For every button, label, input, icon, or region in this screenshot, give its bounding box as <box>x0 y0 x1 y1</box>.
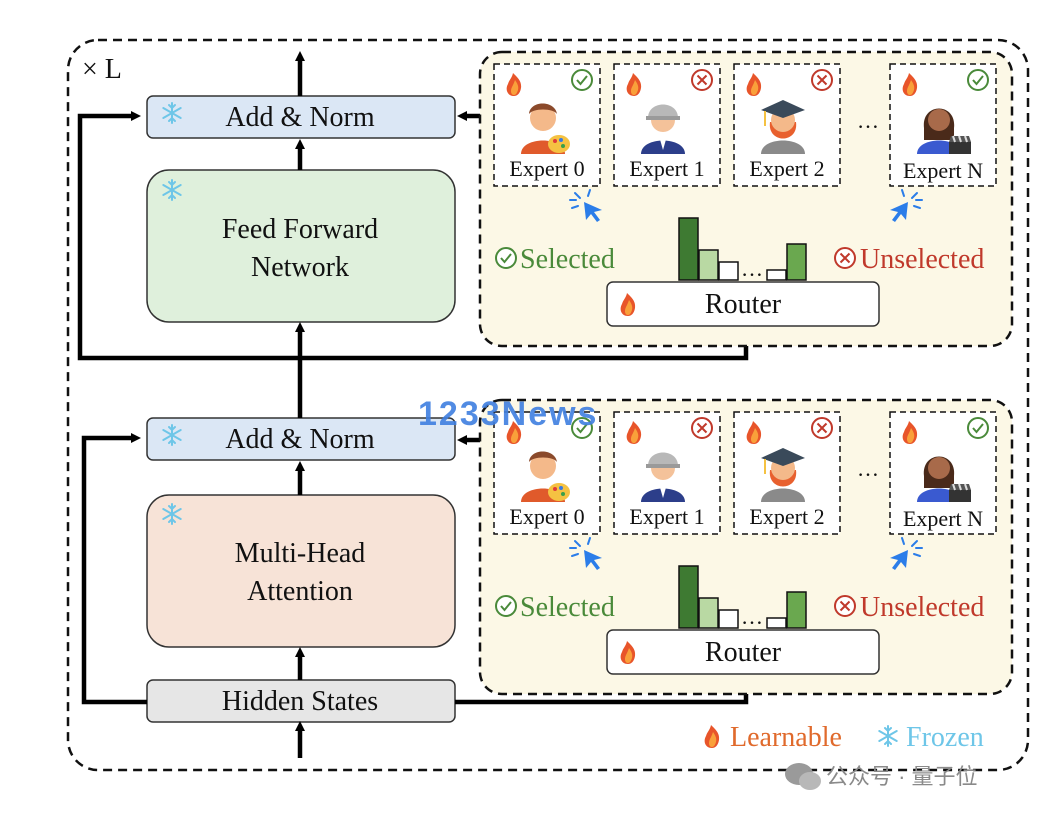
router-box <box>606 281 880 327</box>
legend-frozen: Frozen <box>906 722 984 753</box>
x-circle-icon <box>691 69 713 91</box>
unselected-label: Unselected <box>860 592 984 623</box>
expert-card: Expert 0 <box>493 411 601 535</box>
experts-ellipsis: … <box>857 456 879 481</box>
expert-label: Expert 1 <box>629 504 704 529</box>
hidden-states-label: Hidden States <box>222 686 378 717</box>
check-circle-icon <box>967 417 989 439</box>
add-norm-bottom-label: Add & Norm <box>225 424 375 455</box>
flow-arrows <box>77 51 751 758</box>
check-circle-icon <box>495 595 517 617</box>
moe-panel-outline <box>478 398 1014 696</box>
mha-label-line2: Attention <box>247 576 353 607</box>
router-bar <box>718 261 739 281</box>
expert-card: Expert N <box>889 63 997 187</box>
x-circle-icon <box>691 417 713 439</box>
x-circle-icon <box>811 417 833 439</box>
expert-card: Expert 2 <box>733 411 841 535</box>
overlay-watermark: 1233News <box>418 395 598 433</box>
add-norm-top-label: Add & Norm <box>225 102 375 133</box>
moe-panel-bottom: Expert 0 Expert 1 Expert 2 Expert N … Selecte… <box>478 398 1014 696</box>
expert-card: Expert 0 <box>493 63 601 187</box>
ffn-box <box>146 169 456 323</box>
unselected-label: Unselected <box>860 244 984 275</box>
ffn-label-line2: Network <box>251 252 349 283</box>
expert-card: Expert 2 <box>733 63 841 187</box>
router-bar <box>718 609 739 629</box>
router-box <box>606 629 880 675</box>
fire-icon <box>704 725 720 748</box>
expert-label: Expert 2 <box>749 504 824 529</box>
mha-label-line1: Multi-Head <box>235 538 366 569</box>
router-bar <box>766 617 787 629</box>
expert-label: Expert N <box>903 158 983 183</box>
expert-card: Expert 1 <box>613 63 721 187</box>
layer-outline <box>66 38 1030 772</box>
expert-label: Expert 1 <box>629 156 704 181</box>
router-bar <box>698 597 719 629</box>
expert-label: Expert 0 <box>509 504 584 529</box>
footer-watermark: 公众号 · 量子位 <box>826 764 978 789</box>
layer-repeat-label: × L <box>82 54 122 85</box>
x-circle-icon <box>834 247 856 269</box>
expert-label: Expert 0 <box>509 156 584 181</box>
x-circle-icon <box>811 69 833 91</box>
router-bar <box>766 269 787 281</box>
legend-learnable: Learnable <box>730 722 842 753</box>
snowflake-icon <box>878 725 898 747</box>
expert-label: Expert 2 <box>749 156 824 181</box>
check-circle-icon <box>967 69 989 91</box>
check-circle-icon <box>495 247 517 269</box>
expert-card: Expert N <box>889 411 997 535</box>
router-bars-ellipsis: … <box>741 604 763 629</box>
router-bars-ellipsis: … <box>741 256 763 281</box>
chat-bubble-icon <box>785 763 821 790</box>
router-label: Router <box>705 289 782 320</box>
router-bar <box>786 243 807 281</box>
router-bar <box>678 565 699 629</box>
moe-panel-top: Expert 0 Expert 1 Expert 2 Expert N … Selecte… <box>478 50 1014 348</box>
router-bar <box>678 217 699 281</box>
moe-panel-outline <box>478 50 1014 348</box>
expert-label: Expert N <box>903 506 983 531</box>
check-circle-icon <box>571 69 593 91</box>
selected-label: Selected <box>520 592 615 623</box>
router-bar <box>698 249 719 281</box>
ffn-label-line1: Feed Forward <box>222 214 378 245</box>
experts-ellipsis: … <box>857 108 879 133</box>
expert-card: Expert 1 <box>613 411 721 535</box>
router-bar <box>786 591 807 629</box>
selected-label: Selected <box>520 244 615 275</box>
mha-box <box>146 494 456 648</box>
router-label: Router <box>705 637 782 668</box>
x-circle-icon <box>834 595 856 617</box>
